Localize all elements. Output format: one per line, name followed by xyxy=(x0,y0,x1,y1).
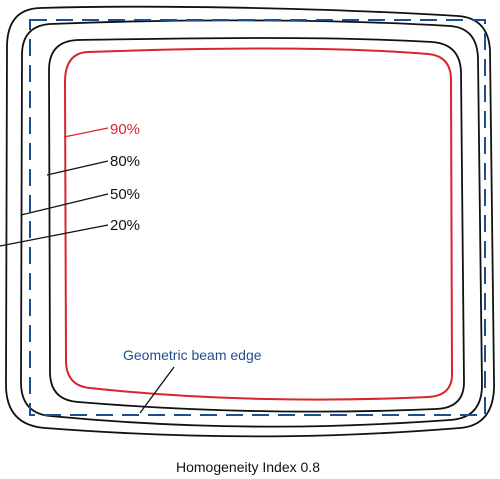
isodose-curve-90 xyxy=(63,47,454,401)
leader-line-50 xyxy=(20,193,109,216)
homogeneity-caption: Homogeneity Index 0.8 xyxy=(176,459,320,475)
isodose-curve-50 xyxy=(20,19,483,428)
leader-line-20 xyxy=(0,224,109,247)
isodose-curve-20 xyxy=(5,5,495,438)
leader-line-80 xyxy=(46,160,109,176)
leader-line-beam-edge xyxy=(139,366,175,414)
isodose-label-20: 20% xyxy=(110,217,140,234)
isodose-label-50: 50% xyxy=(110,186,140,203)
isodose-label-90: 90% xyxy=(110,121,140,138)
isodose-curve-80 xyxy=(48,37,465,413)
beam-edge-label: Geometric beam edge xyxy=(123,347,262,363)
geometric-beam-edge xyxy=(29,19,486,416)
leader-line-90 xyxy=(63,127,109,138)
isodose-label-80: 80% xyxy=(110,153,140,170)
